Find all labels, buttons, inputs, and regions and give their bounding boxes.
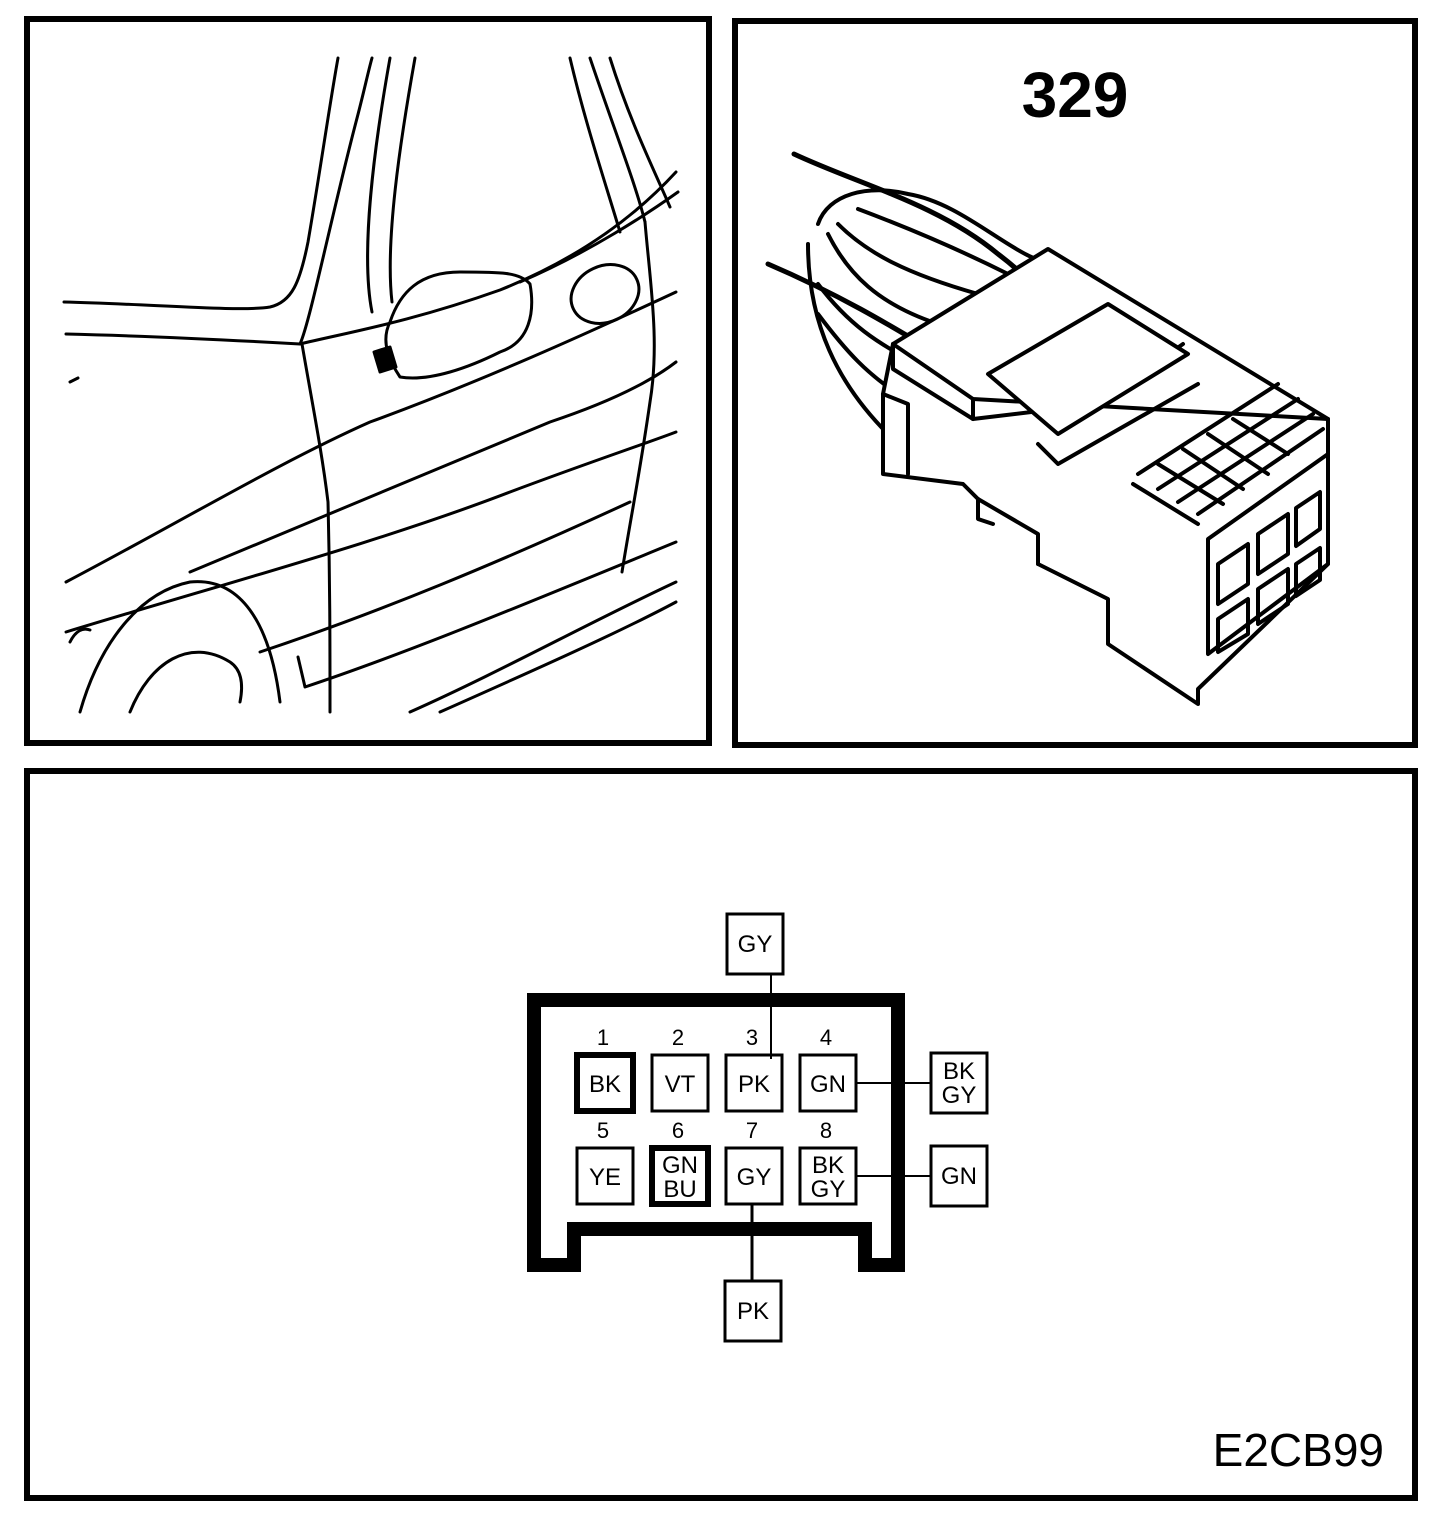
external-wire-7: PK: [723, 1204, 783, 1343]
pin-box: [798, 1053, 858, 1113]
pin-box: [649, 1145, 711, 1207]
pin-box: [650, 1053, 710, 1113]
pin-1: 1BK: [574, 1025, 636, 1114]
pin-wire-color: BK: [589, 1071, 621, 1098]
pin-wire-color: PK: [738, 1071, 770, 1098]
pin-7: 7GY: [724, 1118, 784, 1206]
pin-3: 3PK: [724, 1025, 784, 1113]
pin-5: 5YE: [575, 1118, 635, 1206]
wire-color-box: [723, 1279, 783, 1343]
wire-color-label: GY: [738, 931, 773, 958]
pin-box: [574, 1052, 636, 1114]
pin-2: 2VT: [650, 1025, 710, 1113]
connector-outline: [527, 993, 905, 1272]
pin-box: [724, 1146, 784, 1206]
diagram-code: E2CB99: [1212, 1424, 1384, 1476]
connector-number: 329: [1021, 59, 1129, 131]
pin-number: 5: [597, 1118, 609, 1143]
external-wire-3: GY: [725, 912, 785, 1059]
wire-color-label: GN: [941, 1163, 977, 1190]
wire-color-label: PK: [737, 1298, 769, 1325]
pin-wire-color: GY: [811, 1176, 846, 1203]
wire-color-label: BK: [943, 1058, 975, 1085]
wire-color-label: GY: [942, 1082, 977, 1109]
wire-color-box: [929, 1051, 989, 1115]
pin-number: 2: [672, 1025, 684, 1050]
wire-color-box: [929, 1144, 989, 1208]
pin-wire-color: GN: [810, 1071, 846, 1098]
external-wire-8: GN: [856, 1144, 989, 1208]
pin-number: 4: [820, 1025, 832, 1050]
pin-number: 1: [597, 1025, 609, 1050]
pin-number: 8: [820, 1118, 832, 1143]
pin-wire-color: YE: [589, 1164, 621, 1191]
pin-box: [724, 1053, 784, 1113]
pin-wire-color: GY: [737, 1164, 772, 1191]
pin-4: 4GN: [798, 1025, 858, 1113]
pin-wire-color: BK: [812, 1152, 844, 1179]
pin-number: 7: [746, 1118, 758, 1143]
location-view-panel: [24, 16, 712, 746]
connector-illustration: [765, 151, 1330, 706]
pin-number: 3: [746, 1025, 758, 1050]
pin-wire-color: VT: [665, 1071, 696, 1098]
wire-color-box: [725, 912, 785, 976]
pin-wire-color: GN: [662, 1152, 698, 1179]
pin-box: [575, 1146, 635, 1206]
pin-number: 6: [672, 1118, 684, 1143]
pin-wire-color: BU: [663, 1176, 696, 1203]
car-door-illustration: [62, 56, 680, 714]
pin-box: [798, 1146, 858, 1206]
connector-view-panel: 329: [732, 18, 1418, 748]
